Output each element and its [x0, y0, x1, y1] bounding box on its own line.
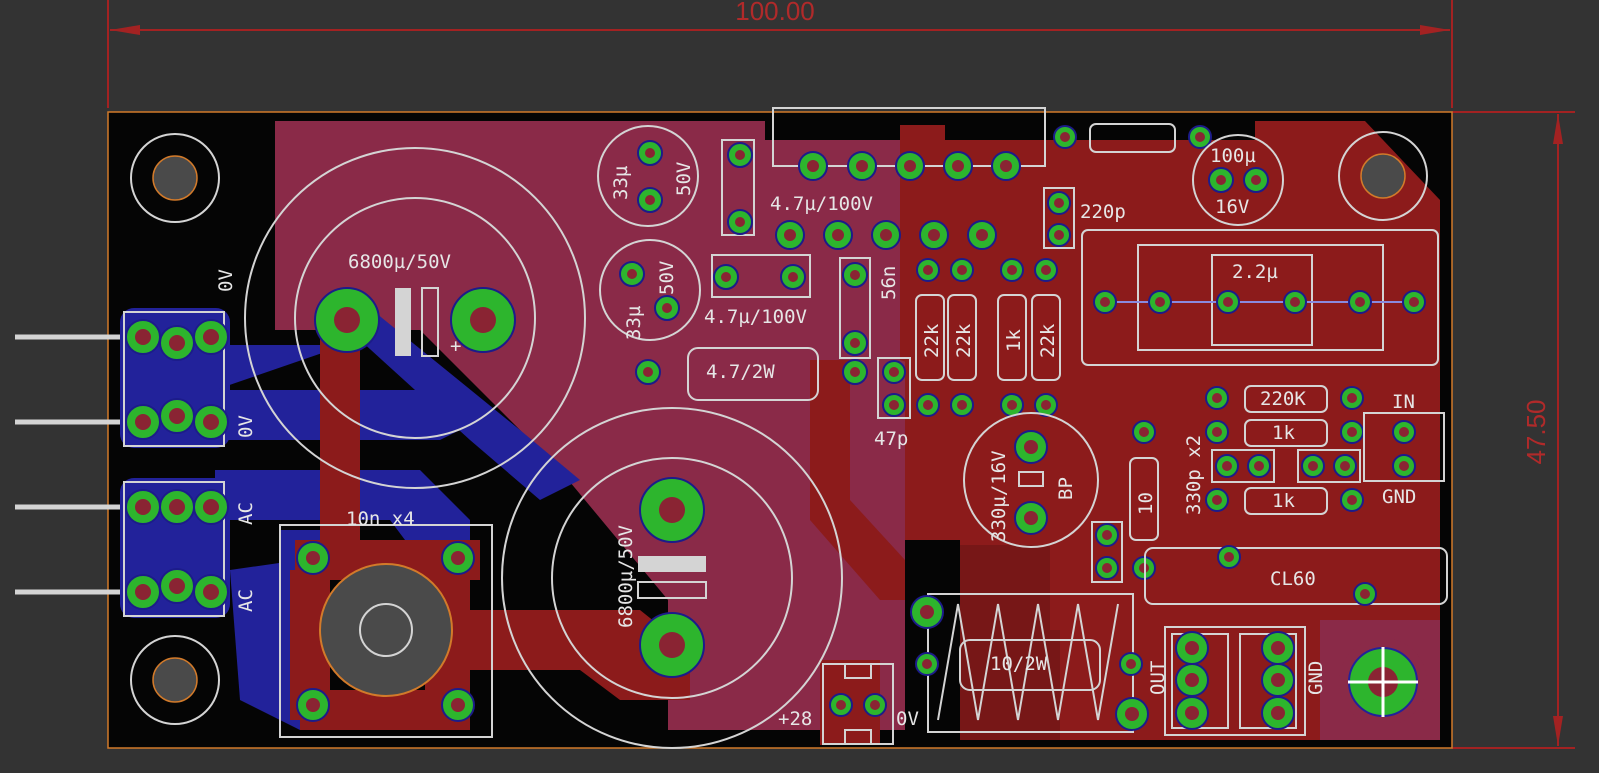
power-0v-label: 0V	[896, 708, 919, 730]
capacitor-6800u-2: 6800µ/50V	[501, 407, 843, 749]
resistor-220k-label: 220K	[1260, 388, 1306, 410]
film-capacitor-1: 4.7µ/100V	[721, 139, 873, 236]
capacitor-100u-label: 100µ	[1210, 145, 1256, 167]
input-gnd-label: GND	[1382, 486, 1416, 508]
capacitor-330p-pair: 330p x2	[1183, 435, 1361, 515]
resistor-10-label: 10	[1135, 492, 1157, 515]
capacitor-33u-2: 33µ 50V	[599, 239, 701, 341]
output-connector-label: OUT	[1147, 661, 1169, 695]
mounting-hole-top-left	[130, 133, 220, 223]
resistor-22k-3: 22k	[1031, 258, 1061, 417]
power-connector: +28 0V	[778, 663, 919, 745]
film-capacitor-2: 4.7µ/100V	[704, 254, 811, 328]
resistor-220k: 220K	[1205, 385, 1364, 413]
resistor-22k-3-label: 22k	[1037, 323, 1059, 358]
film-capacitor-2-label: 4.7µ/100V	[704, 306, 807, 328]
capacitor-2-2u-label: 2.2µ	[1232, 261, 1278, 283]
mounting-hole-bottom-left	[130, 635, 220, 725]
resistor-4-7-2w-label: 4.7/2W	[706, 361, 775, 383]
terminal-label-0v-1: 0V	[215, 269, 237, 292]
mounting-hole-top-right	[1338, 131, 1428, 221]
capacitor-220p-label: 220p	[1080, 201, 1126, 223]
resistor-1k-3: 1k	[1205, 487, 1364, 515]
via-pair	[1091, 521, 1123, 583]
resistor-22k-1: 22k	[915, 258, 945, 417]
dimension-width: 100.00	[107, 0, 1453, 108]
capacitor-33u-2-voltage: 50V	[656, 261, 678, 295]
mounting-holes	[130, 131, 1428, 726]
capacitor-330u-bipolar: 330µ/16V BP	[963, 412, 1099, 548]
capacitor-56n-label: 56n	[878, 266, 900, 300]
resistor-1k-3-label: 1k	[1272, 490, 1295, 512]
mounting-hole-bottom-right	[1339, 638, 1427, 726]
capacitor-100u-voltage: 16V	[1215, 196, 1249, 218]
capacitor-56n: 56n	[839, 257, 900, 359]
capacitor-330p-label: 330p x2	[1183, 435, 1205, 515]
power-plus-label: +28	[778, 708, 812, 730]
capacitor-33u-2-label: 33µ	[623, 306, 645, 340]
capacitor-100u: 100µ 16V	[1192, 134, 1284, 226]
terminal-label-ac-2: AC	[235, 589, 257, 612]
polarity-plus: +	[450, 335, 461, 357]
film-capacitor-1-label: 4.7µ/100V	[770, 193, 873, 215]
resistor-1k-2: 1k	[1205, 419, 1364, 447]
terminal-label-0v-2: 0V	[235, 415, 257, 438]
capacitor-6800u-1: + 6800µ/50V	[244, 147, 586, 489]
bridge-rectifier: 10n x4	[279, 508, 493, 738]
input-connector-label: IN	[1392, 391, 1415, 413]
terminal-pads	[125, 319, 229, 610]
input-connector: IN GND	[1363, 391, 1445, 508]
resistor-22k-2-label: 22k	[953, 323, 975, 358]
resistor-4-7-2w: 4.7/2W	[635, 347, 868, 401]
capacitor-47p: 47p	[874, 357, 911, 450]
thermistor-cl60-label: CL60	[1270, 568, 1316, 590]
resistor-10-2w-label: 10/2W	[990, 653, 1048, 675]
resistor-1k-label: 1k	[1003, 329, 1025, 352]
terminal-label-ac-1: AC	[235, 502, 257, 525]
capacitor-2-2u: 2.2µ	[1081, 229, 1439, 366]
capacitor-6800u-2-label: 6800µ/50V	[615, 525, 637, 628]
output-connector: OUT GND	[1147, 626, 1327, 736]
thermistor-cl60: CL60	[1144, 545, 1448, 606]
resistor-10-2w: 10/2W	[910, 593, 1149, 733]
dimension-width-label: 100.00	[735, 0, 815, 26]
resistor-top-right	[1053, 123, 1212, 153]
capacitor-33u-1: 33µ 50V	[597, 125, 699, 227]
resistor-22k-1-label: 22k	[921, 323, 943, 358]
capacitor-bp-label: BP	[1055, 477, 1077, 500]
capacitor-6800u-1-label: 6800µ/50V	[348, 251, 451, 273]
capacitor-33u-1-voltage: 50V	[673, 162, 695, 196]
resistor-1k-2-label: 1k	[1272, 422, 1295, 444]
output-gnd-label: GND	[1305, 661, 1327, 695]
header-pin-row	[772, 107, 1046, 250]
capacitor-47p-label: 47p	[874, 428, 908, 450]
resistor-22k-2: 22k	[947, 258, 977, 417]
bridge-capacitor-label: 10n x4	[346, 508, 415, 530]
capacitor-220p: 220p	[1043, 187, 1126, 249]
capacitor-330u-label: 330µ/16V	[988, 450, 1010, 542]
capacitor-33u-1-label: 33µ	[610, 166, 632, 200]
dimension-height-label: 47.50	[1521, 399, 1551, 464]
screw-terminal-left: 0V 0V AC AC	[15, 269, 257, 617]
dimension-height: 47.50	[1452, 111, 1575, 749]
